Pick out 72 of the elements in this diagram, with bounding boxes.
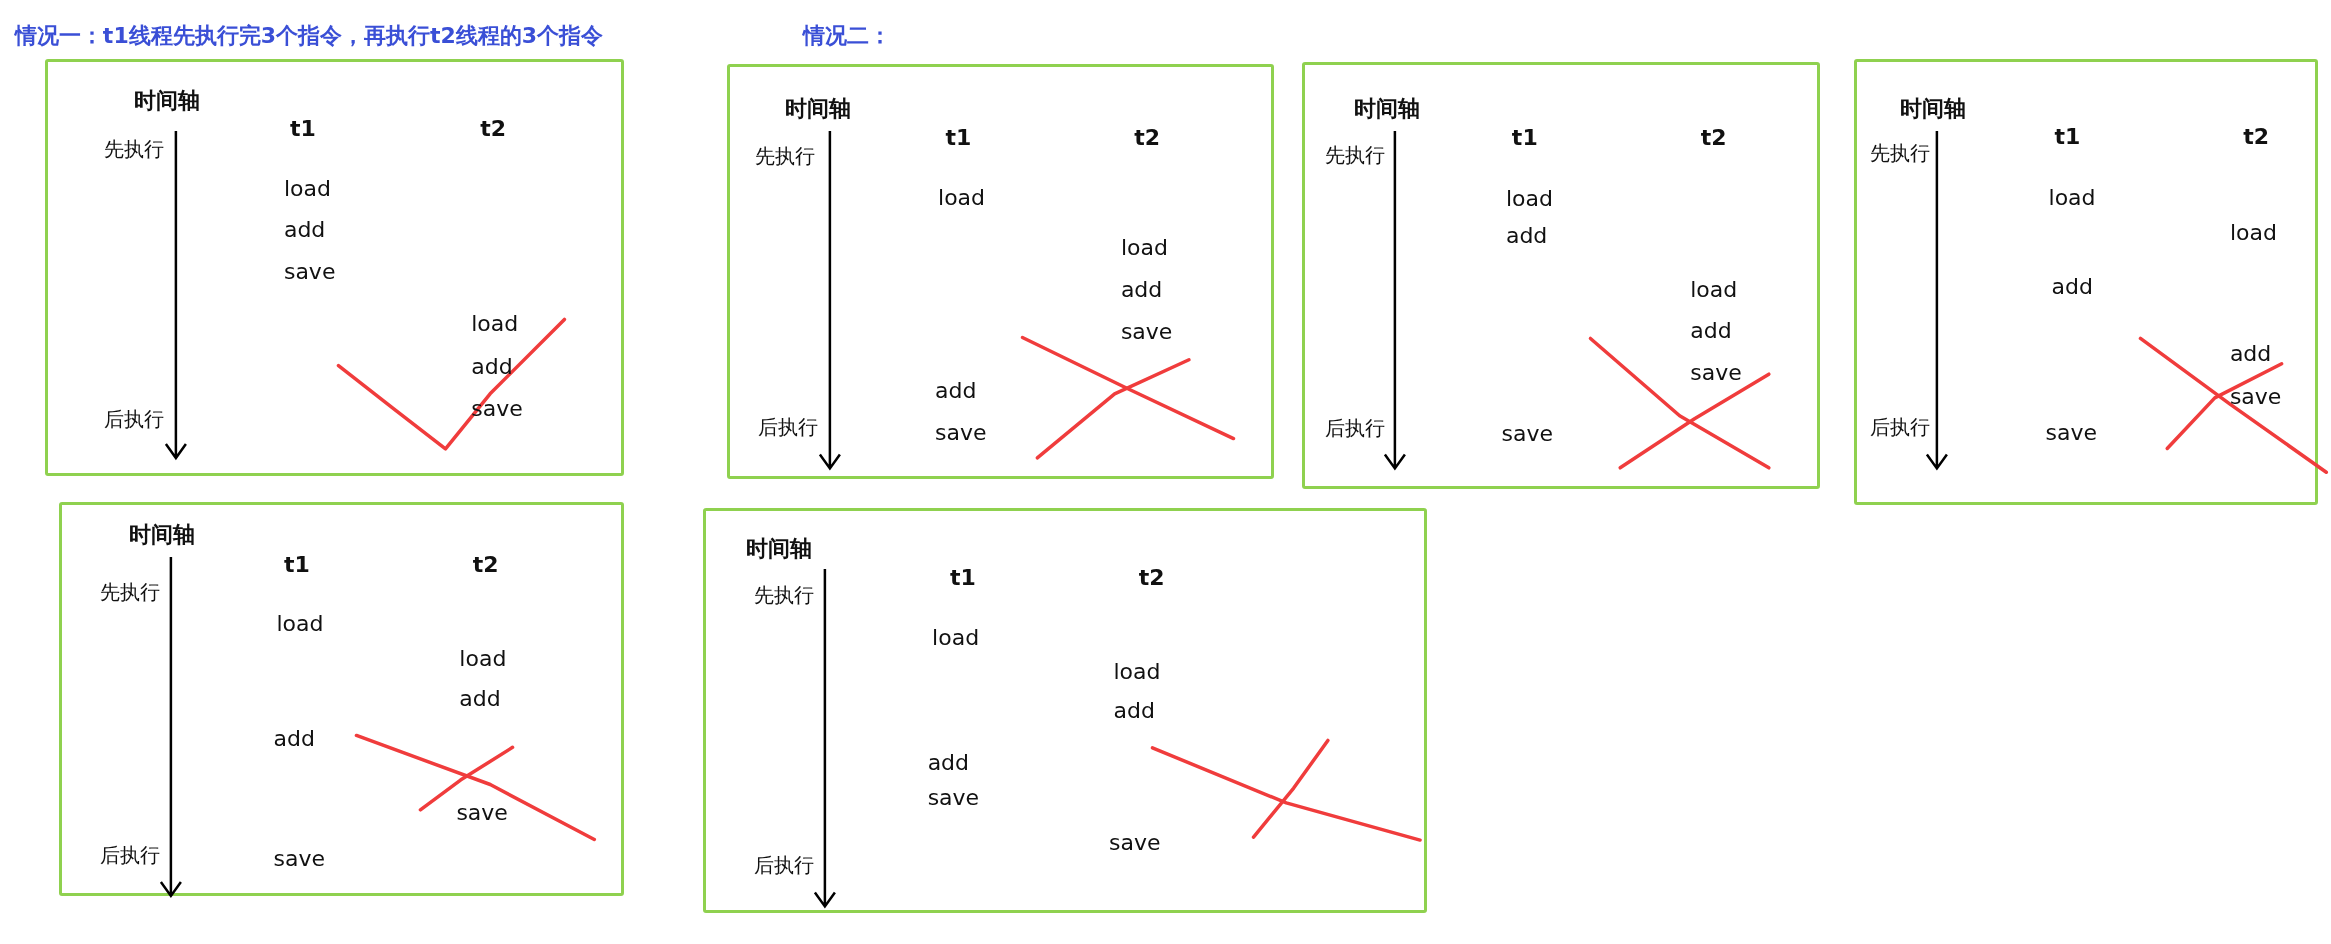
axis-label: 后执行 [99, 842, 160, 867]
axis-title: 时间轴 [129, 522, 196, 549]
instruction-text: add [1505, 223, 1548, 250]
column-header: t2 [2243, 123, 2270, 150]
instruction-text: load [276, 611, 324, 638]
axis-label: 先执行 [1870, 141, 1931, 166]
axis-label: 后执行 [1870, 414, 1931, 439]
instruction-text: save [1690, 359, 1742, 387]
instruction-text: save [283, 258, 336, 286]
instruction-text: add [459, 685, 501, 712]
instruction-text: add [471, 354, 513, 381]
axis-label: 后执行 [753, 853, 814, 878]
axis-label: 先执行 [755, 144, 816, 169]
column-header: t1 [949, 565, 976, 592]
instruction-text: add [1120, 276, 1163, 304]
instruction-text: add [927, 749, 970, 776]
axis-label: 先执行 [1324, 142, 1385, 167]
heading: 情况一：t1线程先执行完3个指令，再执行t2线程的3个指令 [14, 21, 604, 50]
instruction-text: add [2051, 273, 2093, 301]
axis-title: 时间轴 [133, 87, 200, 115]
instruction-text: load [1505, 186, 1553, 213]
axis-label: 后执行 [758, 414, 819, 439]
axis-label: 后执行 [104, 407, 165, 432]
instruction-text: add [273, 725, 315, 752]
column-header: t1 [945, 125, 972, 152]
instruction-text: load [932, 624, 980, 651]
column-header: t2 [1700, 125, 1727, 152]
instruction-text: save [927, 785, 980, 812]
axis-title: 时间轴 [784, 95, 851, 122]
instruction-text: load [938, 184, 986, 211]
instruction-text: save [935, 419, 987, 446]
column-header: t2 [1134, 125, 1161, 152]
column-header: t2 [472, 551, 499, 579]
instruction-text: load [459, 645, 507, 672]
axis-label: 先执行 [753, 582, 814, 607]
column-header: t2 [480, 116, 506, 143]
instruction-text: add [935, 377, 977, 405]
instruction-text: load [283, 175, 331, 202]
instruction-text: add [2229, 340, 2272, 367]
axis-label: 后执行 [1324, 416, 1385, 441]
timeline-panel [44, 59, 625, 476]
instruction-text: load [1690, 276, 1738, 304]
instruction-text: load [2048, 184, 2096, 211]
instruction-text: save [1109, 829, 1161, 857]
instruction-text: save [456, 799, 508, 827]
column-header: t2 [1138, 565, 1165, 592]
instruction-text: load [1120, 235, 1168, 262]
axis-title: 时间轴 [1354, 95, 1421, 122]
timeline-panel [1302, 62, 1820, 490]
instruction-text: add [283, 217, 326, 244]
instruction-text: add [1113, 697, 1155, 724]
timeline-panel [59, 502, 625, 897]
column-header: t1 [2054, 123, 2081, 150]
instruction-text: load [2229, 220, 2277, 247]
instruction-text: save [1120, 318, 1173, 345]
column-header: t1 [1511, 125, 1538, 152]
axis-title: 时间轴 [746, 535, 813, 562]
axis-label: 先执行 [99, 579, 160, 604]
timeline-panel [726, 63, 1274, 479]
column-header: t1 [289, 116, 316, 143]
instruction-text: save [273, 846, 325, 873]
timeline-panel [703, 508, 1428, 913]
instruction-text: save [2045, 419, 2098, 446]
instruction-text: load [471, 310, 519, 338]
axis-label: 先执行 [104, 136, 165, 161]
instruction-text: load [1113, 658, 1161, 686]
instruction-text: save [2229, 383, 2282, 411]
instruction-text: save [1501, 420, 1553, 448]
axis-title: 时间轴 [1899, 95, 1966, 122]
column-header: t1 [283, 551, 310, 579]
instruction-text: add [1690, 318, 1732, 345]
heading: 情况二： [802, 21, 891, 50]
